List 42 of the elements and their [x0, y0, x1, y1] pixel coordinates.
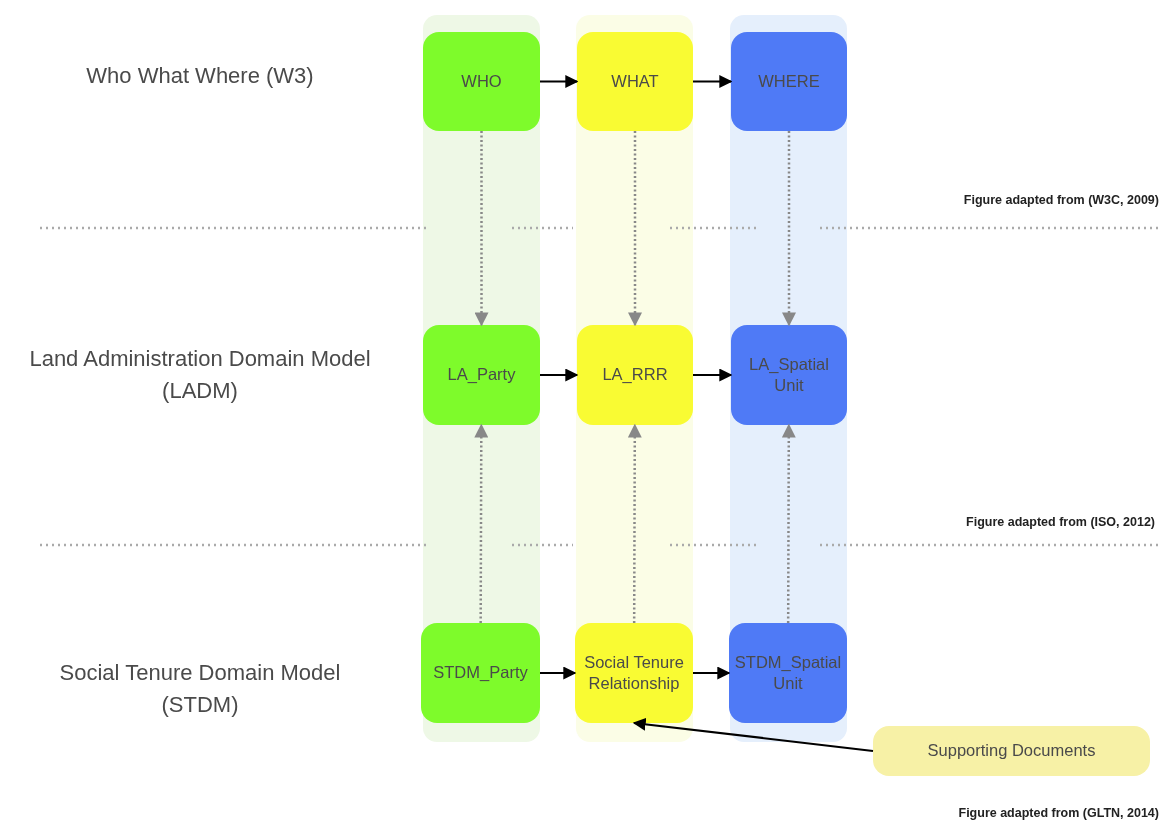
arrow [540, 666, 577, 680]
class-box [729, 623, 847, 723]
dotted-arrow [627, 423, 642, 623]
class-box [423, 32, 540, 131]
class-box [731, 325, 847, 425]
class-box [575, 623, 693, 723]
box-label: LA_Party [447, 364, 516, 386]
box-label: WHAT [611, 70, 659, 92]
dotted-arrow [628, 131, 642, 327]
box-label: LA_RRR [602, 364, 668, 386]
box-label: STDM_Party [433, 662, 528, 684]
column-band [576, 15, 693, 742]
box-label: LA_Spatial Unit [748, 353, 830, 396]
column-band [730, 15, 847, 742]
box-label: Supporting Documents [927, 740, 1096, 762]
dotted-arrow [474, 131, 489, 327]
row-heading: Social Tenure Domain Model (STDM) [58, 659, 342, 719]
source-note: Figure adapted from (ISO, 2012) [966, 515, 1155, 529]
row-heading: Who What Where (W3) [85, 62, 315, 90]
box-label: WHO [461, 70, 502, 92]
dotted-arrow [474, 423, 489, 623]
class-box [731, 32, 847, 131]
box-label: WHERE [758, 70, 820, 92]
dotted-arrow [781, 423, 796, 623]
note-box [873, 726, 1150, 776]
row-heading: Land Administration Domain Model (LADM) [28, 345, 372, 405]
arrow [540, 368, 579, 382]
dotted-arrow [782, 131, 796, 327]
class-box [423, 325, 540, 425]
arrow [693, 75, 733, 88]
column-band [423, 15, 540, 742]
arrow [540, 75, 579, 88]
box-label: STDM_Spatial Unit [733, 651, 843, 694]
arrow [693, 368, 733, 382]
box-label: Social Tenure Relationship [583, 651, 685, 694]
source-note: Figure adapted from (W3C, 2009) [963, 193, 1159, 207]
class-box [577, 32, 693, 131]
arrow [693, 666, 731, 680]
source-note: Figure adapted from (GLTN, 2014) [958, 806, 1159, 820]
class-box [577, 325, 693, 425]
arrow [632, 717, 874, 753]
class-box [421, 623, 540, 723]
